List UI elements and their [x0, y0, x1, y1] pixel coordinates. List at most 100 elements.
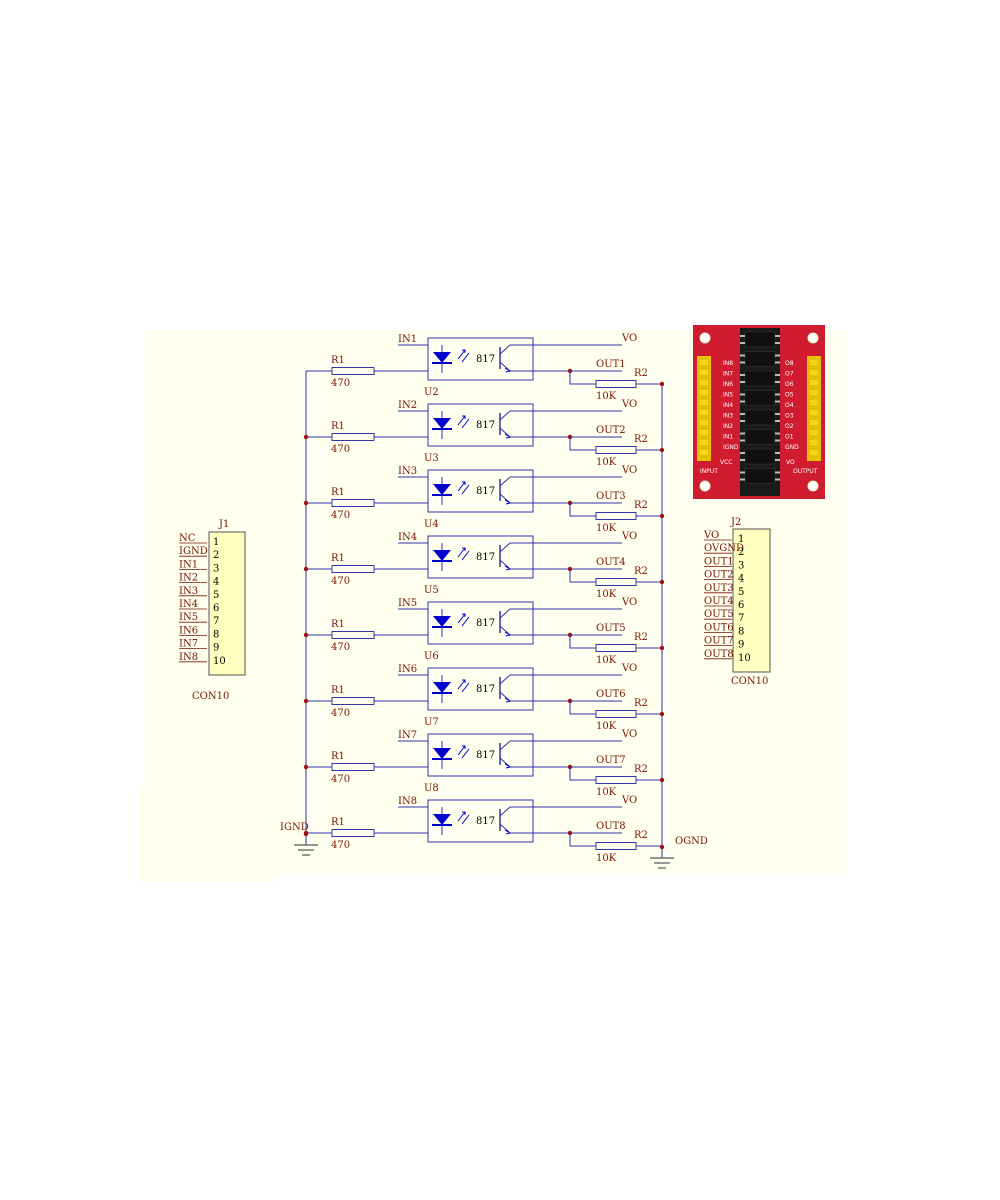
r1-ref: R1	[331, 685, 345, 696]
j1-net-label: IN2	[179, 573, 198, 584]
j1-type: CON10	[192, 691, 229, 702]
vo-label: VO	[621, 465, 637, 476]
out-net-label: OUT7	[596, 755, 626, 766]
ic-type-label: 817	[476, 552, 495, 563]
r2-wire	[569, 569, 596, 583]
pcb-chip-pin	[740, 335, 745, 337]
optocoupler-box	[427, 799, 534, 843]
r2-wire	[569, 701, 596, 715]
pcb-header-pin	[698, 438, 710, 447]
light-emission-icon	[461, 418, 470, 429]
junction-dot	[303, 434, 309, 440]
r1-ref: R1	[331, 421, 345, 432]
pcb-optocoupler-chip	[744, 370, 776, 387]
junction-dot	[659, 381, 665, 387]
pcb-input-pin-label: IN3	[723, 413, 733, 420]
vo-label: VO	[621, 663, 637, 674]
phototransistor-collector	[499, 806, 533, 817]
j1-net-label: IGND	[179, 546, 208, 557]
ic-type-label: 817	[476, 354, 495, 365]
phototransistor-collector	[499, 542, 533, 553]
pcb-header-pin	[808, 358, 820, 367]
ic-ref: U6	[424, 651, 439, 662]
r2-value: 10K	[596, 787, 617, 798]
in-net-label: IN6	[398, 664, 417, 675]
junction-dot	[303, 566, 309, 572]
optocoupler-box	[427, 403, 534, 447]
light-emission-icon	[457, 415, 466, 426]
pcb-header-pin	[808, 388, 820, 397]
pcb-header-pin	[808, 448, 820, 457]
junction-dot	[303, 698, 309, 704]
pcb-optocoupler-chip	[744, 351, 776, 367]
r2-wire	[569, 437, 596, 451]
pcb-optocoupler-chip	[744, 331, 776, 348]
light-emission-icon	[457, 547, 466, 558]
optocoupler-box	[427, 337, 534, 381]
j1-pin-number: 5	[213, 590, 219, 601]
r2-ref: R2	[634, 566, 648, 577]
pcb-chip-pin	[740, 413, 745, 415]
j2-pin-number: 2	[738, 547, 744, 558]
j1-net-label: IN1	[179, 559, 198, 570]
led-diode-icon	[433, 418, 451, 429]
junction-dot	[303, 500, 309, 506]
pcb-mount-hole	[807, 332, 819, 344]
j1-net-label: IN4	[179, 599, 198, 610]
r2-value: 10K	[596, 391, 617, 402]
in-net-label: IN4	[398, 532, 417, 543]
r2-ref: R2	[634, 368, 648, 379]
pcb-output-pin-label: O3	[785, 413, 794, 420]
led-diode-icon	[433, 616, 451, 627]
j2-net-label: OUT2	[704, 570, 734, 581]
j2-pin-number: 6	[738, 600, 744, 611]
light-emission-icon	[457, 613, 466, 624]
pcb-header-pin	[698, 418, 710, 427]
ic-ref: U7	[424, 717, 439, 728]
r2-wire	[569, 767, 596, 781]
r1-ref: R1	[331, 355, 345, 366]
pcb-chip-pin	[740, 452, 745, 454]
out-net-label: OUT4	[596, 557, 626, 568]
optocoupler-channels: R1470IN1817VOOUT1R210KR1470IN2U2817VOOUT…	[303, 333, 665, 864]
pcb-chip-pin	[775, 393, 780, 396]
pcb-chip-pin	[740, 361, 745, 364]
j1-pin-number: 6	[213, 603, 219, 614]
optocoupler-box	[427, 733, 534, 777]
light-emission-icon	[461, 682, 470, 693]
pcb-output-pin-label: O6	[785, 381, 794, 388]
j2-body	[732, 528, 771, 673]
ic-ref: U5	[424, 585, 439, 596]
j1-pin-number: 3	[213, 563, 219, 574]
pcb-chip-pin	[740, 478, 745, 481]
r2-ref: R2	[634, 698, 648, 709]
pcb-header-pin	[698, 368, 710, 377]
pcb-mount-hole	[807, 480, 819, 492]
pcb-header-pin	[808, 378, 820, 387]
pcb-chip-pin	[740, 432, 745, 435]
in-net-label: IN7	[398, 730, 417, 741]
pcb-vcc-label: VCC	[720, 459, 732, 466]
r1-value: 470	[331, 840, 350, 851]
led-diode-icon	[433, 748, 451, 759]
r1-value: 470	[331, 576, 350, 587]
j2-net-label: VO	[703, 530, 719, 541]
j1-ref: J1	[218, 519, 229, 530]
j1-pin-number: 8	[213, 629, 219, 640]
r1-value: 470	[331, 774, 350, 785]
pcb-output-pin-label: O5	[785, 392, 794, 399]
pcb-chip-pin	[740, 459, 745, 461]
ic-type-label: 817	[476, 618, 495, 629]
phototransistor-collector	[499, 608, 533, 619]
pcb-header-pin	[698, 428, 710, 437]
pcb-chip-pin	[775, 354, 780, 357]
pcb-header-pin	[808, 398, 820, 407]
pcb-output-pin-label: GND	[785, 444, 799, 451]
